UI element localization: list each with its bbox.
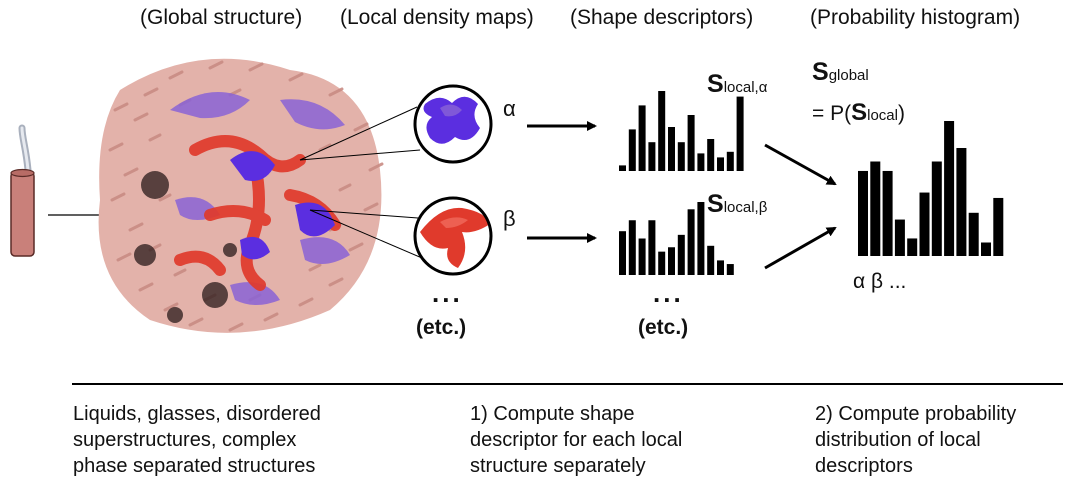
header-shape-descriptors: (Shape descriptors) xyxy=(570,6,754,29)
etc-local: (etc.) xyxy=(416,316,467,339)
zoom-line-alpha-bottom xyxy=(299,149,421,161)
s-local-beta-label: Slocal,β xyxy=(707,190,768,218)
histogram-bar xyxy=(697,202,705,275)
histogram-bar xyxy=(968,212,979,256)
caption-step-2: 2) Compute probability distribution of l… xyxy=(815,401,1016,479)
histogram-bar xyxy=(931,161,942,256)
histogram-bar xyxy=(619,231,626,275)
caption-line: Liquids, glasses, disordered xyxy=(73,403,321,425)
histogram-bar xyxy=(687,115,695,171)
histogram-global xyxy=(858,121,1004,256)
histogram-bar xyxy=(882,170,893,256)
caption-line: 1) Compute shape xyxy=(470,403,635,425)
ellipsis-descriptors: ... xyxy=(653,278,684,308)
histogram-bar xyxy=(628,220,636,275)
etc-descriptors: (etc.) xyxy=(638,316,689,339)
histogram-bar xyxy=(668,247,675,275)
header-probability-histogram: (Probability histogram) xyxy=(810,6,1021,29)
histogram-bar xyxy=(993,197,1004,256)
zoom-line-beta-bottom xyxy=(309,209,423,259)
zoom-line-beta-top xyxy=(309,209,419,219)
arrow-beta-to-histogram xyxy=(764,226,837,270)
caption-line: descriptor for each local xyxy=(470,429,683,451)
caption-line: superstructures, complex xyxy=(73,429,297,451)
histogram-bar xyxy=(697,153,705,171)
arrow-alpha-to-histogram xyxy=(764,143,837,186)
ellipsis-local: ... xyxy=(432,278,463,308)
histogram-axis-label: α β ... xyxy=(853,270,907,293)
caption-line: 2) Compute probability xyxy=(815,403,1017,425)
caption-line: distribution of local xyxy=(815,429,981,451)
histogram-bar xyxy=(677,142,685,171)
zoom-line-alpha-top xyxy=(299,106,418,161)
histogram-bar xyxy=(687,209,695,275)
histogram-bar xyxy=(870,161,881,256)
histogram-bar xyxy=(907,238,918,256)
histogram-bar xyxy=(648,220,656,275)
histogram-alpha xyxy=(619,91,744,171)
histogram-bar xyxy=(981,242,991,256)
histogram-bar xyxy=(858,170,868,256)
histogram-bar xyxy=(956,148,967,256)
caption-structures: Liquids, glasses, disordered superstruct… xyxy=(73,401,321,479)
histogram-bar xyxy=(658,251,666,275)
histogram-bar xyxy=(707,245,715,275)
alpha-label: α xyxy=(503,96,516,121)
s-local-alpha-label: Slocal,α xyxy=(707,70,768,98)
s-global-equation: = P(Slocal) xyxy=(812,99,905,126)
histogram-bar xyxy=(619,165,626,171)
global-structure-image xyxy=(98,58,384,333)
beta-label: β xyxy=(503,206,516,231)
sample-tube-icon xyxy=(10,124,35,257)
histogram-bar xyxy=(628,129,636,171)
histogram-bar xyxy=(707,139,715,171)
histogram-bar xyxy=(944,121,955,256)
histogram-bar xyxy=(638,105,646,171)
caption-line: structure separately xyxy=(470,455,646,477)
histogram-bar xyxy=(736,96,744,171)
histogram-beta xyxy=(619,202,734,275)
histogram-bar xyxy=(638,238,646,275)
histogram-bar xyxy=(894,219,905,256)
local-density-map-alpha xyxy=(413,84,493,164)
histogram-bar xyxy=(726,151,734,171)
s-global-label: Sglobal xyxy=(812,58,869,86)
local-density-map-beta xyxy=(413,196,493,276)
header-local-density-maps: (Local density maps) xyxy=(340,6,534,29)
histogram-bar xyxy=(658,91,666,171)
header-global-structure: (Global structure) xyxy=(140,6,303,29)
histogram-bar xyxy=(668,127,675,171)
histogram-bar xyxy=(717,157,724,171)
histogram-bar xyxy=(726,264,734,275)
caption-line: descriptors xyxy=(815,455,913,477)
histogram-bar xyxy=(919,192,930,256)
histogram-bar xyxy=(648,142,656,171)
caption-step-1: 1) Compute shape descriptor for each loc… xyxy=(470,401,682,479)
histogram-bar xyxy=(677,234,685,275)
caption-line: phase separated structures xyxy=(73,455,316,477)
histogram-bar xyxy=(717,260,724,275)
